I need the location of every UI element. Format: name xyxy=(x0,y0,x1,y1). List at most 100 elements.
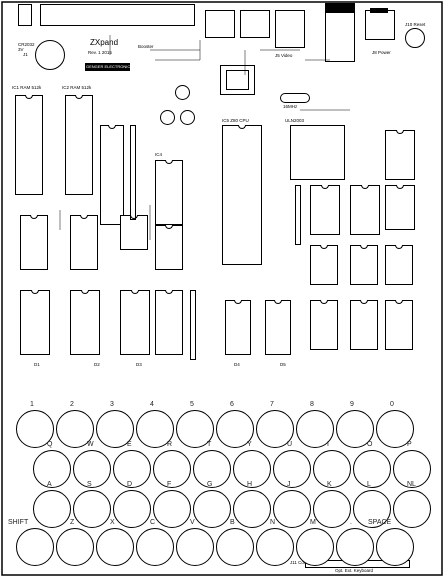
battery-cr2032 xyxy=(35,40,65,70)
chip-ic14 xyxy=(350,300,378,350)
keycap-label: 7 xyxy=(270,401,274,408)
key-s xyxy=(73,490,111,528)
chip-ic4 xyxy=(155,160,183,225)
keycap-label: K xyxy=(327,481,332,488)
chip-ic16 xyxy=(20,215,48,270)
j2-connector xyxy=(205,10,235,38)
chip-ic10 xyxy=(310,245,338,285)
d4-label: D4 xyxy=(234,362,240,367)
keycap-label: M xyxy=(310,519,316,526)
chip-ic2-ram xyxy=(65,95,93,195)
key-m xyxy=(296,528,334,566)
connector-pin-left xyxy=(18,4,32,26)
keycap-label: S xyxy=(87,481,92,488)
keycap-label: C xyxy=(150,519,156,526)
keycap-label: 9 xyxy=(350,401,354,408)
key-f xyxy=(153,490,191,528)
chip-ic13 xyxy=(310,300,338,350)
key-3 xyxy=(96,410,134,448)
key-e xyxy=(113,450,151,488)
cpu-label: IC5 Z80 CPU xyxy=(222,118,249,123)
j6-body xyxy=(325,12,355,62)
key-r xyxy=(153,450,191,488)
chip-ic7 xyxy=(385,185,415,230)
mhz-label: 16MHz xyxy=(283,104,298,109)
chip-ic17 xyxy=(70,215,98,270)
key-b xyxy=(216,528,254,566)
reset-button xyxy=(405,28,425,48)
pin-header-2 xyxy=(190,290,196,360)
d2-label: D2 xyxy=(94,362,100,367)
key-n xyxy=(256,528,294,566)
keycap-label: 3 xyxy=(110,401,114,408)
chip-ic19 xyxy=(155,225,183,270)
keycap-label: SHIFT xyxy=(8,519,29,526)
j8-label: J8 Power xyxy=(372,50,391,55)
keycap-label: J xyxy=(287,481,291,488)
key-4 xyxy=(136,410,174,448)
key-k xyxy=(313,490,351,528)
key-9 xyxy=(336,410,374,448)
key-i xyxy=(313,450,351,488)
uln-label: ULN2003 xyxy=(285,118,305,123)
keycap-label: X xyxy=(110,519,115,526)
key-2 xyxy=(56,410,94,448)
key-z xyxy=(56,528,94,566)
d5-label: D5 xyxy=(280,362,286,367)
chip-ic22 xyxy=(120,290,150,355)
capacitor-c1 xyxy=(175,85,190,100)
board-revision: Rev. 1 2015 xyxy=(88,50,112,55)
keycap-label: B xyxy=(230,519,235,526)
keycap-label: 6 xyxy=(230,401,234,408)
keycap-label: E xyxy=(127,441,132,448)
j1-label: J1 xyxy=(23,52,28,57)
chip-ic20 xyxy=(20,290,50,355)
d1-label: D1 xyxy=(34,362,40,367)
keycap-label: W xyxy=(87,441,94,448)
keycap-label: NL xyxy=(407,481,416,488)
keycap-label: A xyxy=(47,481,52,488)
key-q xyxy=(33,450,71,488)
board-product-name: ZXpand xyxy=(90,38,119,47)
key- xyxy=(336,528,374,566)
chip-ic24 xyxy=(225,300,251,355)
keycap-label: 5 xyxy=(190,401,194,408)
key-g xyxy=(193,490,231,528)
key-d xyxy=(113,490,151,528)
key-t xyxy=(193,450,231,488)
chip-ic11 xyxy=(350,245,378,285)
chip-ic21 xyxy=(70,290,100,355)
key-1 xyxy=(16,410,54,448)
j4-connector xyxy=(275,10,305,48)
ic4-label: IC4 xyxy=(155,152,163,157)
keycap-label: 8 xyxy=(310,401,314,408)
key-w xyxy=(73,450,111,488)
keycap-label: Z xyxy=(70,519,75,526)
keycap-label: G xyxy=(207,481,213,488)
key-7 xyxy=(256,410,294,448)
key-0 xyxy=(376,410,414,448)
chip-ic23 xyxy=(155,290,183,355)
key-p xyxy=(393,450,431,488)
ext-keyboard-label: Opt. Ext. Keyboard xyxy=(335,568,374,573)
chip-ic25 xyxy=(265,300,291,355)
keycap-label: D xyxy=(127,481,133,488)
transformer-core xyxy=(226,70,249,90)
key-y xyxy=(233,450,271,488)
crystal-16mhz xyxy=(280,93,310,103)
key-nl xyxy=(393,490,431,528)
key-a xyxy=(33,490,71,528)
key-l xyxy=(353,490,391,528)
keycap-label: Q xyxy=(47,441,53,448)
key-shift xyxy=(16,528,54,566)
chip-ic18 xyxy=(120,215,148,250)
keycap-label: U xyxy=(287,441,293,448)
keycap-label: V xyxy=(190,519,195,526)
keycap-label: T xyxy=(207,441,212,448)
keycap-label: H xyxy=(247,481,253,488)
chip-ic9 xyxy=(350,185,380,235)
key-6 xyxy=(216,410,254,448)
edge-connector xyxy=(40,4,195,26)
